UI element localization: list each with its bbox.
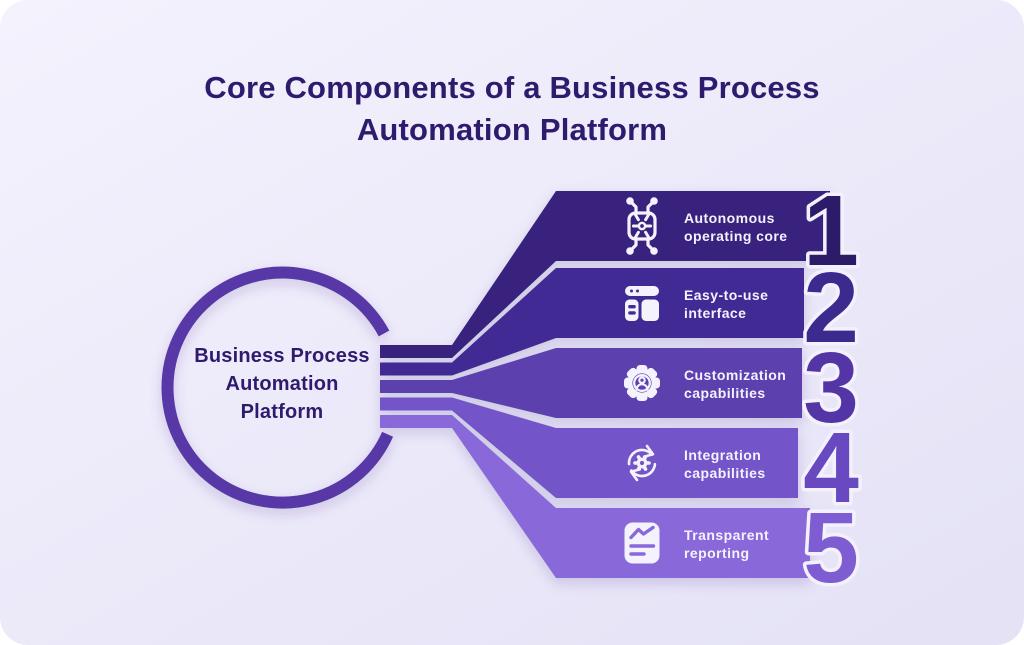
hub-label-line1: Business Process (194, 345, 370, 367)
banner-label-line2: reporting (684, 545, 750, 561)
banner-label-line2: capabilities (684, 385, 766, 401)
page-title-line2: Automation Platform (357, 112, 667, 147)
banner-label-line1: Customization (684, 367, 786, 383)
hub-label-line3: Platform (241, 401, 324, 423)
banner-number: 2 (803, 252, 859, 364)
banner-label-line1: Integration (684, 447, 761, 463)
component-item-5: 5 Transparent reporting (380, 415, 862, 608)
hub-label-line2: Automation (225, 373, 338, 395)
banner-ribbon (380, 268, 804, 376)
banner-ribbon (380, 191, 830, 358)
banner-ribbon (380, 348, 802, 418)
user-gear-icon (624, 365, 660, 401)
banner-ribbon (380, 397, 798, 498)
autonomous-core-icon (626, 197, 658, 255)
banner-label-line2: interface (684, 305, 746, 321)
component-item-3: 3 Customization capabilities (380, 329, 862, 448)
banner-label-line1: Autonomous (684, 210, 775, 226)
banner-number: 4 (803, 412, 859, 524)
banner-label-line2: capabilities (684, 465, 766, 481)
hub-label: Business Process Automation Platform (194, 345, 370, 423)
component-item-2: 2 Easy-to-use interface (380, 249, 862, 376)
banner-number: 3 (803, 332, 859, 444)
banner-number: 5 (803, 492, 859, 604)
component-item-4: 4 Integration capabilities (380, 397, 863, 528)
component-item-1: 1 Autonomous operating (380, 172, 862, 358)
banner-label-line1: Easy-to-use (684, 287, 768, 303)
banner-label-line1: Transparent (684, 527, 769, 543)
sync-gear-icon (627, 444, 657, 482)
banner-ribbon (380, 415, 810, 578)
report-icon (624, 522, 660, 564)
page-title-line1: Core Components of a Business Process (204, 70, 820, 105)
app-window-icon (625, 286, 659, 321)
banner-label-line2: operating core (684, 228, 788, 244)
hub-circle-ring (161, 266, 394, 509)
banner-number: 1 (803, 175, 859, 287)
